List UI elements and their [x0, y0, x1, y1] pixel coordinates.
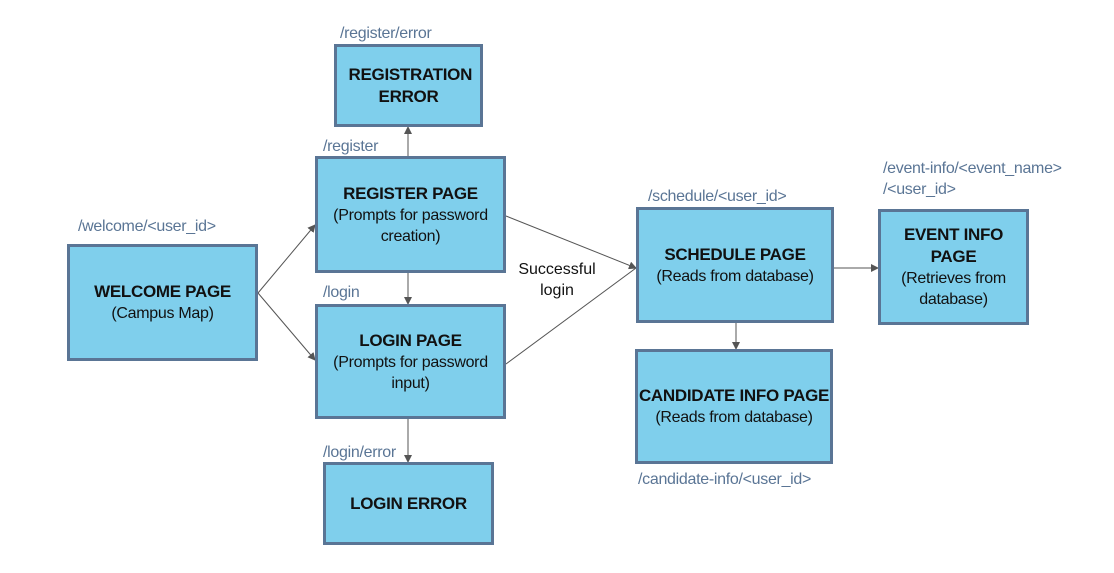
- edge-register-to-schedule: [505, 215, 637, 270]
- login-error-title: LOGIN ERROR: [350, 493, 467, 513]
- register-page-node: REGISTER PAGE (Prompts for password crea…: [315, 156, 506, 273]
- route-register: /register: [323, 138, 379, 155]
- edge-welcome-to-login: [257, 292, 316, 361]
- registration-error-title: REGISTRATION ERROR: [348, 64, 473, 106]
- welcome-page-node: WELCOME PAGE (Campus Map): [67, 244, 258, 361]
- register-page-title: REGISTER PAGE: [343, 183, 478, 203]
- route-welcome: /welcome/<user_id>: [78, 218, 216, 235]
- welcome-page-subtitle: (Campus Map): [111, 305, 214, 322]
- route-registration-error: /register/error: [340, 25, 432, 42]
- event-info-page-title: EVENT INFO PAGE: [903, 225, 1003, 266]
- event-info-page-subtitle: (Retrieves from database): [901, 270, 1006, 308]
- candidate-info-page-title: CANDIDATE INFO PAGE: [638, 386, 830, 405]
- route-schedule: /schedule/<user_id>: [648, 188, 787, 205]
- schedule-page-node: SCHEDULE PAGE (Reads from database): [636, 207, 834, 323]
- login-page-title: LOGIN PAGE: [359, 330, 462, 350]
- edge-login-to-schedule: [505, 267, 637, 365]
- register-page-subtitle: (Prompts for password creation): [333, 206, 488, 245]
- welcome-page-title: WELCOME PAGE: [94, 282, 231, 301]
- login-error-node: LOGIN ERROR: [323, 462, 494, 545]
- registration-error-node: REGISTRATION ERROR: [334, 44, 483, 127]
- route-candidate-info: /candidate-info/<user_id>: [638, 471, 812, 488]
- edge-welcome-to-register: [257, 224, 316, 294]
- event-info-page-node: EVENT INFO PAGE (Retrieves from database…: [878, 209, 1029, 325]
- schedule-page-subtitle: (Reads from database): [656, 267, 814, 285]
- edge-label-successful-login: Successful login: [518, 261, 596, 299]
- login-page-subtitle: (Prompts for password input): [333, 353, 488, 392]
- schedule-page-title: SCHEDULE PAGE: [664, 244, 806, 264]
- candidate-info-page-node: CANDIDATE INFO PAGE (Reads from database…: [635, 349, 833, 464]
- route-login: /login: [323, 284, 360, 301]
- candidate-info-page-subtitle: (Reads from database): [655, 409, 813, 426]
- login-page-node: LOGIN PAGE (Prompts for password input): [315, 304, 506, 419]
- route-event-info-line2: /<user_id>: [883, 181, 956, 198]
- route-event-info-line1: /event-info/<event_name>: [883, 160, 1062, 177]
- route-login-error: /login/error: [323, 444, 396, 461]
